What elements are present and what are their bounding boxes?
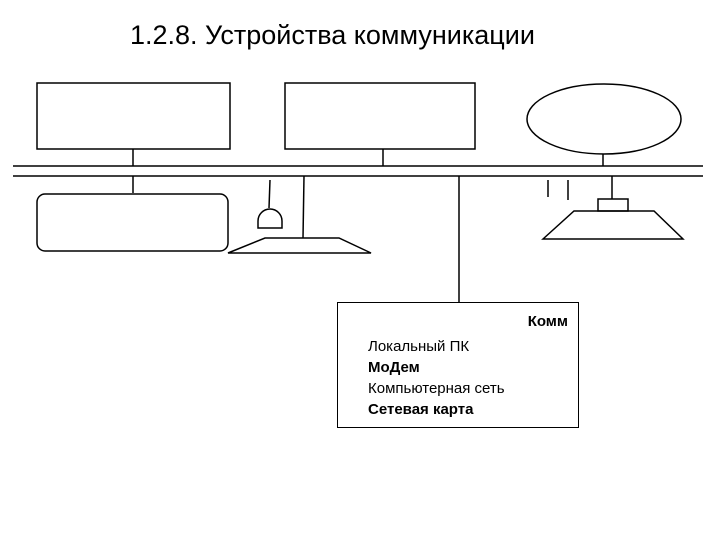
page-title: 1.2.8. Устройства коммуникации (130, 20, 535, 50)
comm-list-item: Локальный ПК (368, 338, 470, 355)
printer-base-left (227, 237, 372, 254)
device-ellipse-right (526, 83, 682, 155)
connector-printer-large (302, 175, 305, 239)
device-box-middle (284, 82, 476, 150)
dome-device (257, 208, 283, 229)
connector-printer-small (268, 179, 271, 209)
printer-base-right (541, 210, 685, 240)
device-box-rounded (36, 193, 229, 252)
comm-box-header: Комм (527, 313, 568, 330)
comm-devices-box: Комм Локальный ПК МоДем Компьютерная сет… (337, 302, 579, 428)
comm-device-list: Локальный ПК МоДем Компьютерная сеть Сет… (368, 336, 505, 420)
comm-list-item: Компьютерная сеть (368, 380, 505, 397)
device-box-left (36, 82, 231, 150)
comm-list-item: МоДем (368, 359, 420, 376)
comm-list-item: Сетевая карта (368, 401, 474, 418)
printer-top-right (597, 198, 629, 212)
